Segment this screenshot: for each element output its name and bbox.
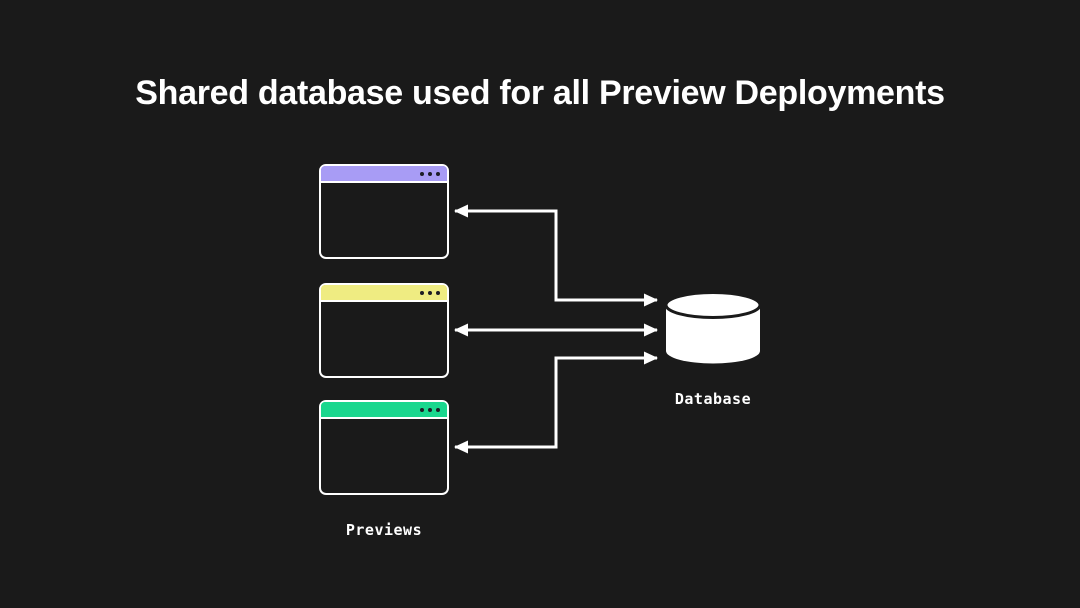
previews-label: Previews xyxy=(345,521,423,539)
window-controls xyxy=(419,290,440,295)
window-titlebar xyxy=(321,402,447,419)
window-controls xyxy=(419,407,440,412)
window-titlebar xyxy=(321,166,447,183)
window-titlebar xyxy=(321,285,447,302)
window-dot xyxy=(427,407,432,412)
window-dot xyxy=(419,407,424,412)
window-dot xyxy=(427,171,432,176)
window-dot xyxy=(435,290,440,295)
page-title: Shared database used for all Preview Dep… xyxy=(135,74,945,112)
window-dot xyxy=(419,290,424,295)
arrow-window1-database xyxy=(454,204,658,307)
window-dot xyxy=(419,171,424,176)
window-controls xyxy=(419,171,440,176)
window-dot xyxy=(435,407,440,412)
preview-window-2 xyxy=(319,283,449,378)
preview-window-3 xyxy=(319,400,449,495)
arrow-lines xyxy=(454,204,658,454)
preview-window-1 xyxy=(319,164,449,259)
arrow-window3-database xyxy=(454,351,658,454)
window-dot xyxy=(435,171,440,176)
database-label: Database xyxy=(674,390,752,408)
window-dot xyxy=(427,290,432,295)
database-icon xyxy=(664,291,762,364)
